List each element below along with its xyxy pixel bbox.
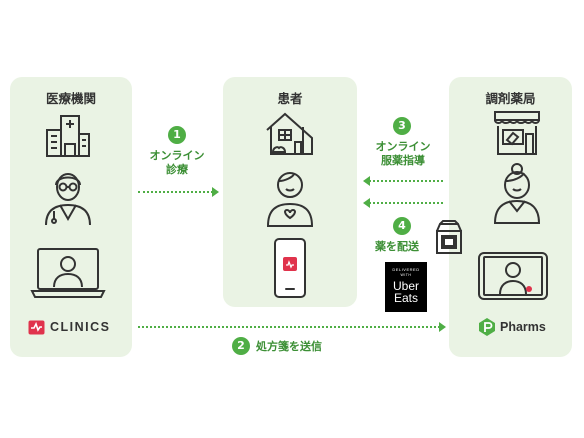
arrow-pharmacy-to-patient-guidance xyxy=(369,180,443,182)
uber-delivered-text: DELIVERED xyxy=(392,267,420,272)
step-3-label-line1: オンライン xyxy=(375,140,431,153)
patient-panel-title: 患者 xyxy=(277,91,303,106)
arrow-head-step2 xyxy=(439,322,446,332)
arrow-head-step4 xyxy=(363,198,370,208)
step-1-badge: 1 xyxy=(168,126,186,144)
step-3-badge: 3 xyxy=(393,117,411,135)
step-1-label-line1: オンライン xyxy=(149,149,205,162)
arrow-pharmacy-to-patient-delivery xyxy=(369,202,443,204)
pharmacist-icon xyxy=(493,163,541,224)
step-3-label-line2: 服薬指導 xyxy=(381,154,425,167)
step-3-label: オンライン 服薬指導 xyxy=(363,140,443,168)
smartphone-icon xyxy=(274,238,306,298)
pharmacy-panel-title: 調剤薬局 xyxy=(485,91,536,106)
arrow-head-step1 xyxy=(212,187,219,197)
clinics-logo-icon xyxy=(28,320,45,335)
arrow-clinic-to-patient xyxy=(138,191,213,193)
step-4-badge: 4 xyxy=(393,217,411,235)
arrow-clinic-to-pharmacy xyxy=(138,326,440,328)
step-1-label: オンライン 診療 xyxy=(140,149,214,177)
doctor-icon xyxy=(45,173,91,226)
step-2-badge: 2 xyxy=(232,337,250,355)
clinic-panel-title: 医療機関 xyxy=(45,91,96,106)
uber-line2-text: Eats xyxy=(393,291,418,305)
uber-line1-text: Uber xyxy=(392,279,419,293)
step-4-label: 薬を配送 xyxy=(375,240,419,253)
medicine-bag-icon xyxy=(436,220,462,254)
pharmacy-panel: 調剤薬局 xyxy=(449,77,572,357)
clinics-logo-text: CLINICS xyxy=(50,320,111,334)
laptop-doctor-icon xyxy=(30,248,106,298)
step-1-label-line2: 診療 xyxy=(166,163,188,176)
pharms-logo-text: Pharms xyxy=(500,320,546,334)
pharmacy-store-icon xyxy=(494,111,540,155)
patient-icon xyxy=(266,172,314,227)
hospital-icon xyxy=(46,115,90,157)
house-icon xyxy=(266,112,313,155)
step-2-label: 処方箋を送信 xyxy=(256,340,322,353)
arrow-head-step3 xyxy=(363,176,370,186)
uber-with-text: WITH xyxy=(400,273,412,277)
tablet-pharmacist-icon xyxy=(478,252,548,300)
pharms-logo-icon xyxy=(479,318,495,336)
uber-eats-logo: DELIVERED WITH Uber Eats xyxy=(385,262,427,312)
